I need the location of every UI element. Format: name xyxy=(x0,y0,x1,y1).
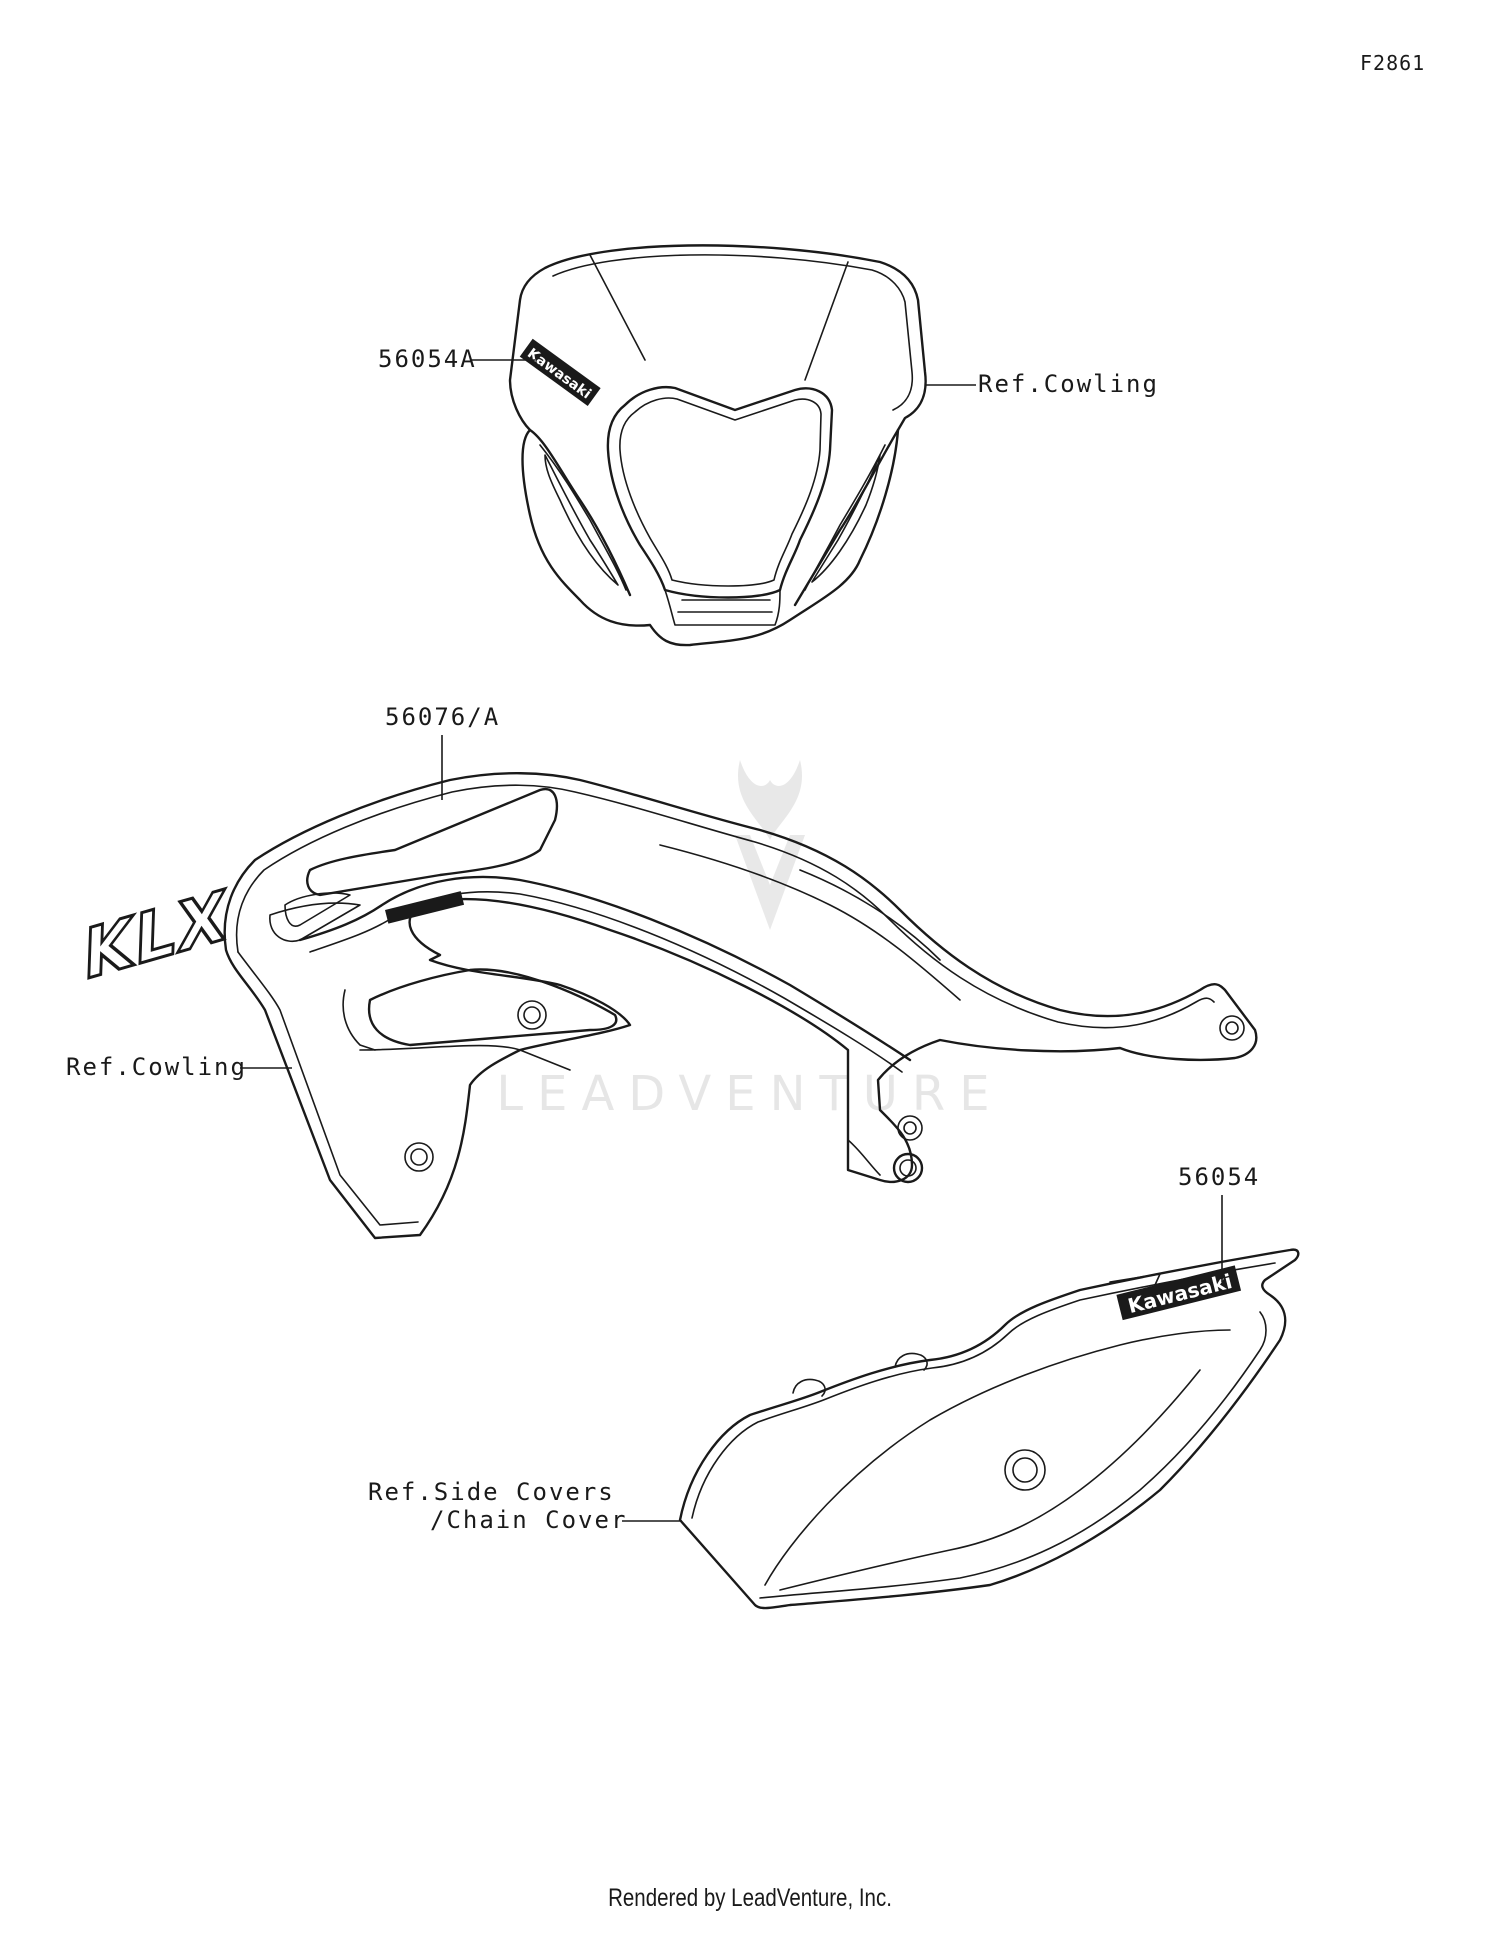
decal-kawasaki-headlight: Kawasaki xyxy=(519,338,601,406)
radiator-shroud-illustration: KLX xyxy=(81,772,1258,1240)
callout-ref-chain-cover: /Chain Cover xyxy=(430,1506,627,1534)
watermark-text: LEADVENTURE xyxy=(496,1066,1003,1122)
watermark: LEADVENTURE xyxy=(496,760,1003,1122)
callout-ref-cowling-shroud: Ref.Cowling xyxy=(66,1053,247,1081)
figure-id: F2861 xyxy=(1360,51,1425,75)
callout-ref-cowling-top: Ref.Cowling xyxy=(978,370,1159,398)
footer-credit: Rendered by LeadVenture, Inc. xyxy=(608,1884,892,1912)
headlight-cowling-illustration: Kawasaki xyxy=(508,244,927,647)
decal-kawasaki-headlight-text: Kawasaki xyxy=(524,346,594,403)
callout-56054: 56054 xyxy=(1178,1163,1260,1191)
decal-klx: KLX xyxy=(81,872,231,997)
side-cover-illustration: Kawasaki xyxy=(678,1248,1300,1610)
callout-ref-side-covers: Ref.Side Covers xyxy=(368,1478,615,1506)
decal-klx-text: KLX xyxy=(82,874,229,996)
decal-small-logo xyxy=(385,891,465,924)
callout-56076A: 56076/A xyxy=(385,703,500,731)
callout-56054A: 56054A xyxy=(378,345,477,373)
